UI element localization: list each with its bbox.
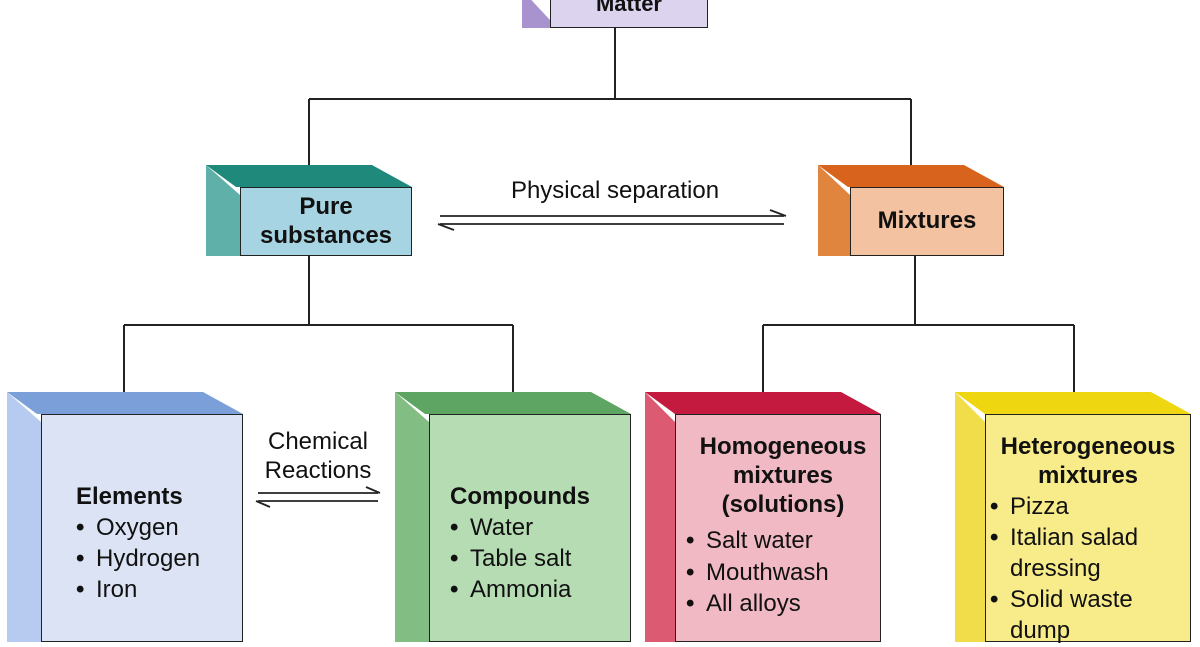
chemical-reactions-line1: Chemical xyxy=(267,428,369,455)
chemical-reactions-line2: Reactions xyxy=(264,456,372,484)
mixtures-box: Mixtures xyxy=(818,165,1004,256)
homogeneous-title-line1: Homogeneous xyxy=(699,433,867,460)
matter-box: Matter xyxy=(522,0,708,28)
chemical-reactions-label: Chemical Reactions xyxy=(248,428,388,486)
list-item: Iron xyxy=(76,574,242,605)
list-item: Mouthwash xyxy=(686,557,880,588)
list-item: Italian salad xyxy=(990,522,1190,553)
homogeneous-box: Homogeneous mixtures (solutions) Salt wa… xyxy=(645,392,881,642)
list-item: Table salt xyxy=(450,543,630,574)
elements-box: Elements Oxygen Hydrogen Iron xyxy=(7,392,243,642)
physical-separation-arrows xyxy=(437,209,787,231)
list-item-continued: dump xyxy=(1010,617,1071,645)
pure-label-line1: Pure xyxy=(299,192,353,220)
chemical-reaction-arrows xyxy=(255,486,381,508)
list-item: All alloys xyxy=(686,588,880,619)
heterogeneous-title-line2: mixtures xyxy=(1037,461,1139,489)
compounds-list: Water Table salt Ammonia xyxy=(450,512,630,606)
list-item: Hydrogen xyxy=(76,543,242,574)
homogeneous-title-line3: (solutions) xyxy=(721,490,845,518)
compounds-title: Compounds xyxy=(450,483,590,510)
elements-title: Elements xyxy=(76,483,183,510)
list-item: Water xyxy=(450,512,630,543)
list-item: Oxygen xyxy=(76,512,242,543)
pure-label-line2: substances xyxy=(259,221,393,249)
list-item-continued: dressing xyxy=(1010,554,1101,582)
compounds-box: Compounds Water Table salt Ammonia xyxy=(395,392,631,642)
homogeneous-list: Salt water Mouthwash All alloys xyxy=(686,525,880,619)
list-item: Salt water xyxy=(686,525,880,556)
heterogeneous-title-line1: Heterogeneous xyxy=(1000,433,1176,460)
list-item: Pizza xyxy=(990,491,1190,522)
matter-label: Matter xyxy=(595,0,662,16)
list-item: Ammonia xyxy=(450,574,630,605)
heterogeneous-box: Heterogeneous mixtures Pizza Italian sal… xyxy=(955,392,1191,644)
mixtures-label: Mixtures xyxy=(877,207,977,235)
connector-lines xyxy=(123,27,1075,508)
pure-substances-box: Pure substances xyxy=(206,165,412,256)
physical-separation-label: Physical separation xyxy=(510,177,720,204)
homogeneous-title-line2: mixtures xyxy=(732,461,834,489)
elements-list: Oxygen Hydrogen Iron xyxy=(76,512,242,606)
heterogeneous-list: Pizza Italian salad dressing Solid waste… xyxy=(986,491,1190,647)
list-item: Solid waste xyxy=(990,584,1190,615)
